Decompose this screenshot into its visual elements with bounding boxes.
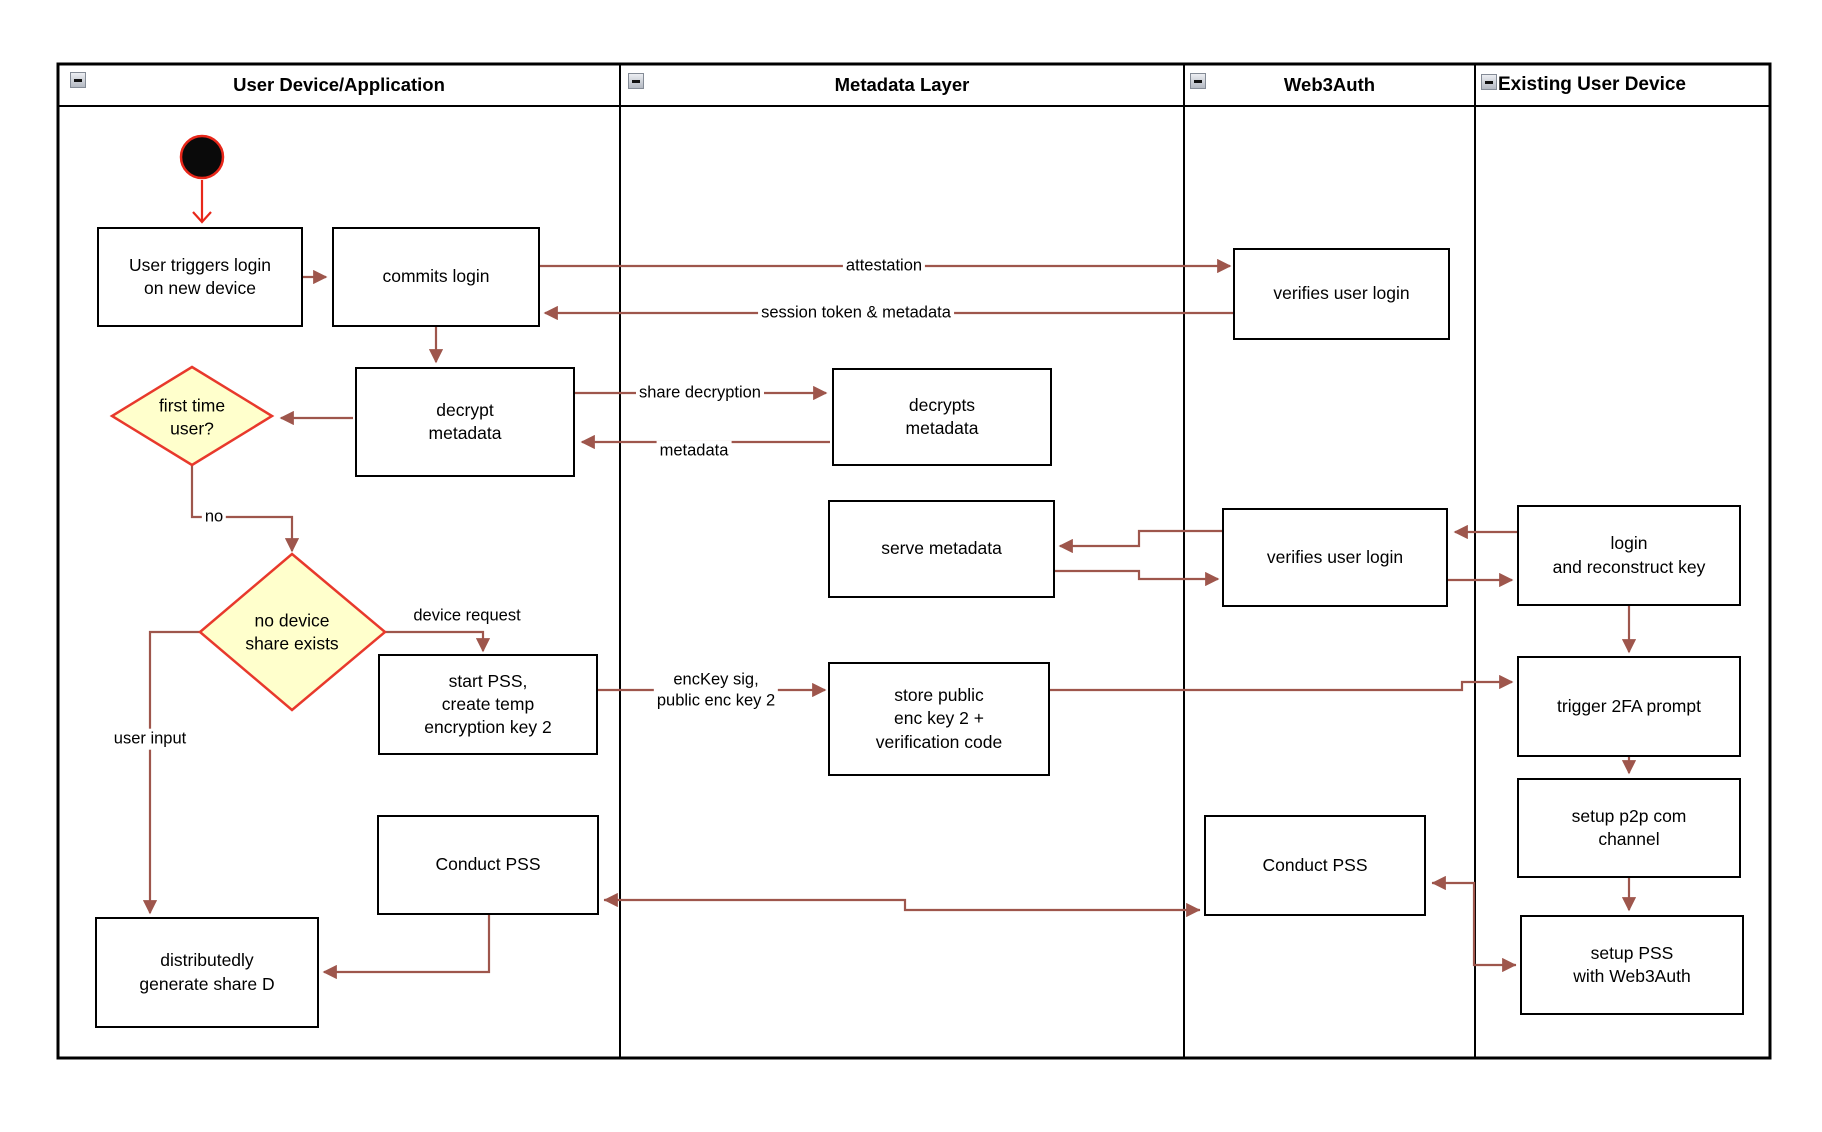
arrow-no-branch <box>190 465 300 553</box>
arrow-store-to-2fa <box>1050 674 1514 692</box>
node-commits-login[interactable]: commits login <box>332 227 540 327</box>
collapse-lane-web3auth-icon[interactable] <box>1190 73 1206 89</box>
lane-title-user-device: User Device/Application <box>233 74 445 95</box>
node-start-pss[interactable]: start PSS, create temp encryption key 2 <box>378 654 598 755</box>
arrow-start-to-trigger <box>192 180 212 224</box>
node-user-triggers-login[interactable]: User triggers login on new device <box>97 227 303 327</box>
node-login-and-reconstruct-key[interactable]: login and reconstruct key <box>1517 505 1741 606</box>
decision-no-device-share[interactable] <box>198 552 387 712</box>
edge-label-attestation: attestation <box>842 255 926 277</box>
node-decrypt-metadata[interactable]: decrypt metadata <box>355 367 575 477</box>
arrow-conductpss-bidirectional <box>604 898 1200 912</box>
node-conduct-pss-left[interactable]: Conduct PSS <box>377 815 599 915</box>
decision-no-device-share-label: no device share exists <box>245 610 339 653</box>
edge-label-enckey: encKey sig, public enc key 2 <box>653 669 779 711</box>
node-verifies-user-login-mid[interactable]: verifies user login <box>1222 508 1448 607</box>
start-node[interactable] <box>179 134 225 180</box>
edge-label-user-input: user input <box>110 728 190 750</box>
lane-title-web3auth: Web3Auth <box>1283 74 1376 95</box>
lane-title-metadata-layer: Metadata Layer <box>834 74 970 95</box>
edge-label-no: no <box>201 506 227 528</box>
node-store-public-enc-key[interactable]: store public enc key 2 + verification co… <box>828 662 1050 776</box>
node-setup-p2p-channel[interactable]: setup p2p com channel <box>1517 778 1741 878</box>
edge-label-metadata: metadata <box>656 440 732 462</box>
arrow-verifies-to-serve <box>1058 529 1222 554</box>
decision-first-time-user[interactable] <box>109 365 275 467</box>
edge-label-device-request: device request <box>410 605 524 627</box>
collapse-lane-existing-device-icon[interactable] <box>1481 74 1497 90</box>
collapse-lane-user-device-icon[interactable] <box>70 72 86 88</box>
node-decrypts-metadata[interactable]: decrypts metadata <box>832 368 1052 466</box>
arrow-setuppss-bidirectional <box>1432 881 1516 967</box>
node-generate-share-d[interactable]: distributedly generate share D <box>95 917 319 1028</box>
node-trigger-2fa-prompt[interactable]: trigger 2FA prompt <box>1517 656 1741 757</box>
edge-label-share-decryption: share decryption <box>636 382 764 404</box>
node-setup-pss-web3auth[interactable]: setup PSS with Web3Auth <box>1520 915 1744 1015</box>
collapse-lane-metadata-icon[interactable] <box>628 73 644 89</box>
arrow-user-input <box>142 630 200 915</box>
node-conduct-pss-right[interactable]: Conduct PSS <box>1204 815 1426 916</box>
lane-title-existing-user-device: Existing User Device <box>1498 74 1686 95</box>
node-verifies-user-login-top[interactable]: verifies user login <box>1233 248 1450 340</box>
arrow-serve-to-verifies <box>1055 569 1220 587</box>
arrow-conductpss-to-generate <box>322 915 491 980</box>
edge-label-session-token: session token & metadata <box>758 302 954 324</box>
decision-first-time-user-label: first time user? <box>158 395 226 438</box>
node-serve-metadata[interactable]: serve metadata <box>828 500 1055 598</box>
arrow-device-request <box>385 630 491 653</box>
